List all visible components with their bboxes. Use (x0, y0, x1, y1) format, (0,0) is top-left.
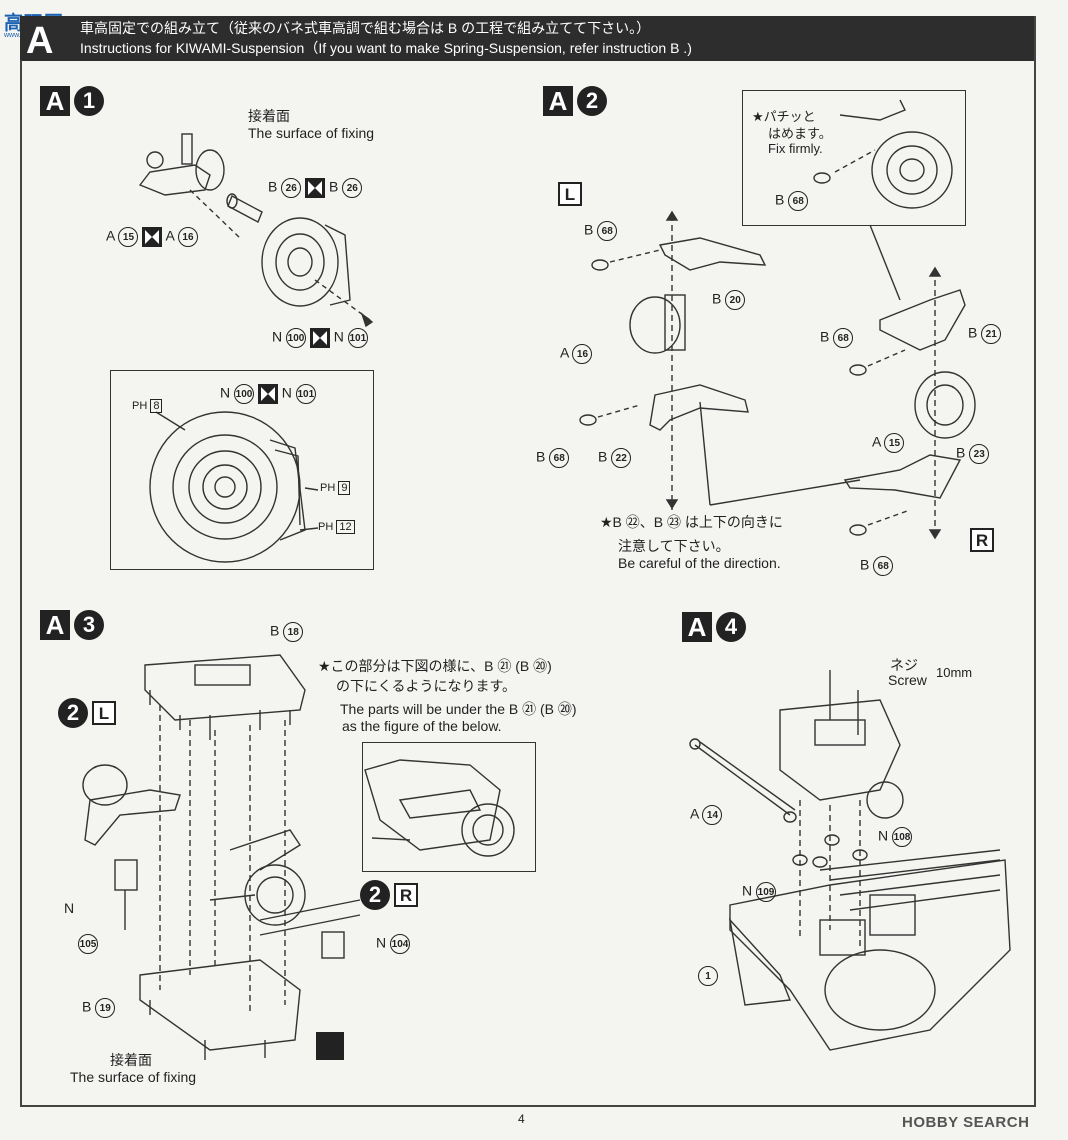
a2-a15: A 15 (872, 433, 905, 453)
frame-right (1034, 16, 1036, 1106)
a1-b26-pair: B 26 B 26 (268, 178, 363, 198)
frame-left (20, 60, 22, 1106)
a3-b18: B 18 (270, 622, 304, 642)
a2-note-b68: B 68 (775, 191, 809, 211)
a2-a16: A 16 (560, 344, 593, 364)
a3-inset-box (362, 742, 536, 872)
a3-note-en1: The parts will be under the B ㉑ (B ⑳) (340, 701, 577, 717)
step-letter: A (543, 86, 573, 116)
a3-b19: B 19 (82, 998, 116, 1018)
bowtie-icon (142, 227, 163, 247)
a3-ref-right: 2 R (360, 880, 418, 910)
a2-b20: B 20 (712, 290, 746, 310)
a1-ph12: PH 12 (318, 520, 355, 534)
a2-b23: B 23 (956, 444, 990, 464)
a2-right-drawing (699, 266, 976, 540)
a1-ph9: PH 9 (320, 481, 351, 495)
glue-icon (316, 1032, 344, 1060)
a2-direction-jp1: ★B ㉒、B ㉓ は上下の向きに (600, 514, 783, 530)
a2-note-en: Fix firmly. (768, 141, 823, 156)
a3-note-en2: as the figure of the below. (342, 718, 502, 734)
step-letter: A (682, 612, 712, 642)
a4-assembly-drawing (689, 670, 1011, 1051)
a3-ref-left: 2 L (58, 698, 116, 728)
a1-ph8: PH 8 (132, 399, 163, 413)
a2-b21: B 21 (968, 324, 1002, 344)
a2-b68-4: B 68 (860, 556, 894, 576)
a2-direction-en: Be careful of the direction. (618, 555, 781, 571)
a1-fix-en: The surface of fixing (248, 125, 375, 141)
step-a2-badge: A 2 (543, 86, 607, 116)
a1-disc-detail-drawing (149, 411, 319, 563)
a2-b68-1: B 68 (584, 221, 618, 241)
a2-inset-box (742, 90, 966, 226)
a3-n-label: N (64, 900, 75, 916)
a4-n108: N 108 (878, 827, 913, 847)
a3-inset-drawing (364, 759, 515, 857)
a4-n109: N 109 (742, 882, 777, 902)
step-letter: A (40, 86, 70, 116)
a2-b68-2: B 68 (820, 328, 854, 348)
bowtie-icon (309, 328, 330, 348)
a1-detail-box (110, 370, 374, 570)
a3-note-jp1: ★この部分は下図の様に、B ㉑ (B ⑳) (318, 658, 552, 674)
a2-note-jp2: はめます。 (768, 126, 832, 141)
a1-box-n-pair: N 100 N 101 (220, 384, 316, 404)
a2-b68-3: B 68 (536, 448, 570, 468)
a2-b22: B 22 (598, 448, 632, 468)
a1-knuckle-drawing (138, 133, 263, 239)
step-number: 4 (716, 612, 746, 642)
step-a1-badge: A 1 (40, 86, 104, 116)
step-number: 1 (74, 86, 104, 116)
a3-n104: N 104 (376, 934, 411, 954)
a2-right-marker: R (970, 528, 994, 552)
step-a3-badge: A 3 (40, 610, 104, 640)
a4-screw-jp: ネジ (890, 657, 918, 673)
a1-disc-drawing (261, 217, 374, 328)
section-letter: A (26, 20, 54, 62)
page-number: 4 (518, 1112, 525, 1126)
header-jp: 車高固定での組み立て（従来のバネ式車高調で組む場合は B の工程で組み立てて下さ… (80, 20, 651, 36)
header-en: Instructions for KIWAMI-Suspension（If yo… (80, 40, 692, 56)
a4-screw-size: 10mm (936, 665, 973, 680)
a1-fix-jp: 接着面 (248, 108, 290, 124)
a3-note-jp2: の下にくるようになります。 (336, 678, 517, 694)
a4-screw-en: Screw (888, 672, 927, 688)
bowtie-icon (257, 384, 278, 404)
a3-fix-jp: 接着面 (110, 1052, 152, 1068)
step-number: 3 (74, 610, 104, 640)
step-a4-badge: A 4 (682, 612, 746, 642)
a3-frame-drawing (82, 654, 361, 1060)
a2-direction-jp2: 注意して下さい。 (618, 538, 730, 554)
a4-a14: A 14 (690, 805, 723, 825)
a1-a15-pair: A 15 A 16 (106, 227, 198, 247)
frame-bottom (20, 1105, 1036, 1107)
a2-left-marker: L (558, 182, 582, 206)
a3-fix-en: The surface of fixing (70, 1069, 197, 1085)
brand-logo: HOBBY SEARCH (902, 1114, 1030, 1131)
step-letter: A (40, 610, 70, 640)
section-header: A 車高固定での組み立て（従来のバネ式車高調で組む場合は B の工程で組み立てて… (20, 16, 1036, 61)
a3-n105: 105 (78, 934, 98, 954)
step-number: 2 (577, 86, 607, 116)
a1-n100-pair: N 100 N 101 (272, 328, 368, 348)
a4-part-1: 1 (698, 966, 718, 986)
a2-inset-drawing (813, 99, 953, 301)
a2-note-jp1: ★パチッと (752, 109, 816, 124)
bowtie-icon (305, 178, 326, 198)
